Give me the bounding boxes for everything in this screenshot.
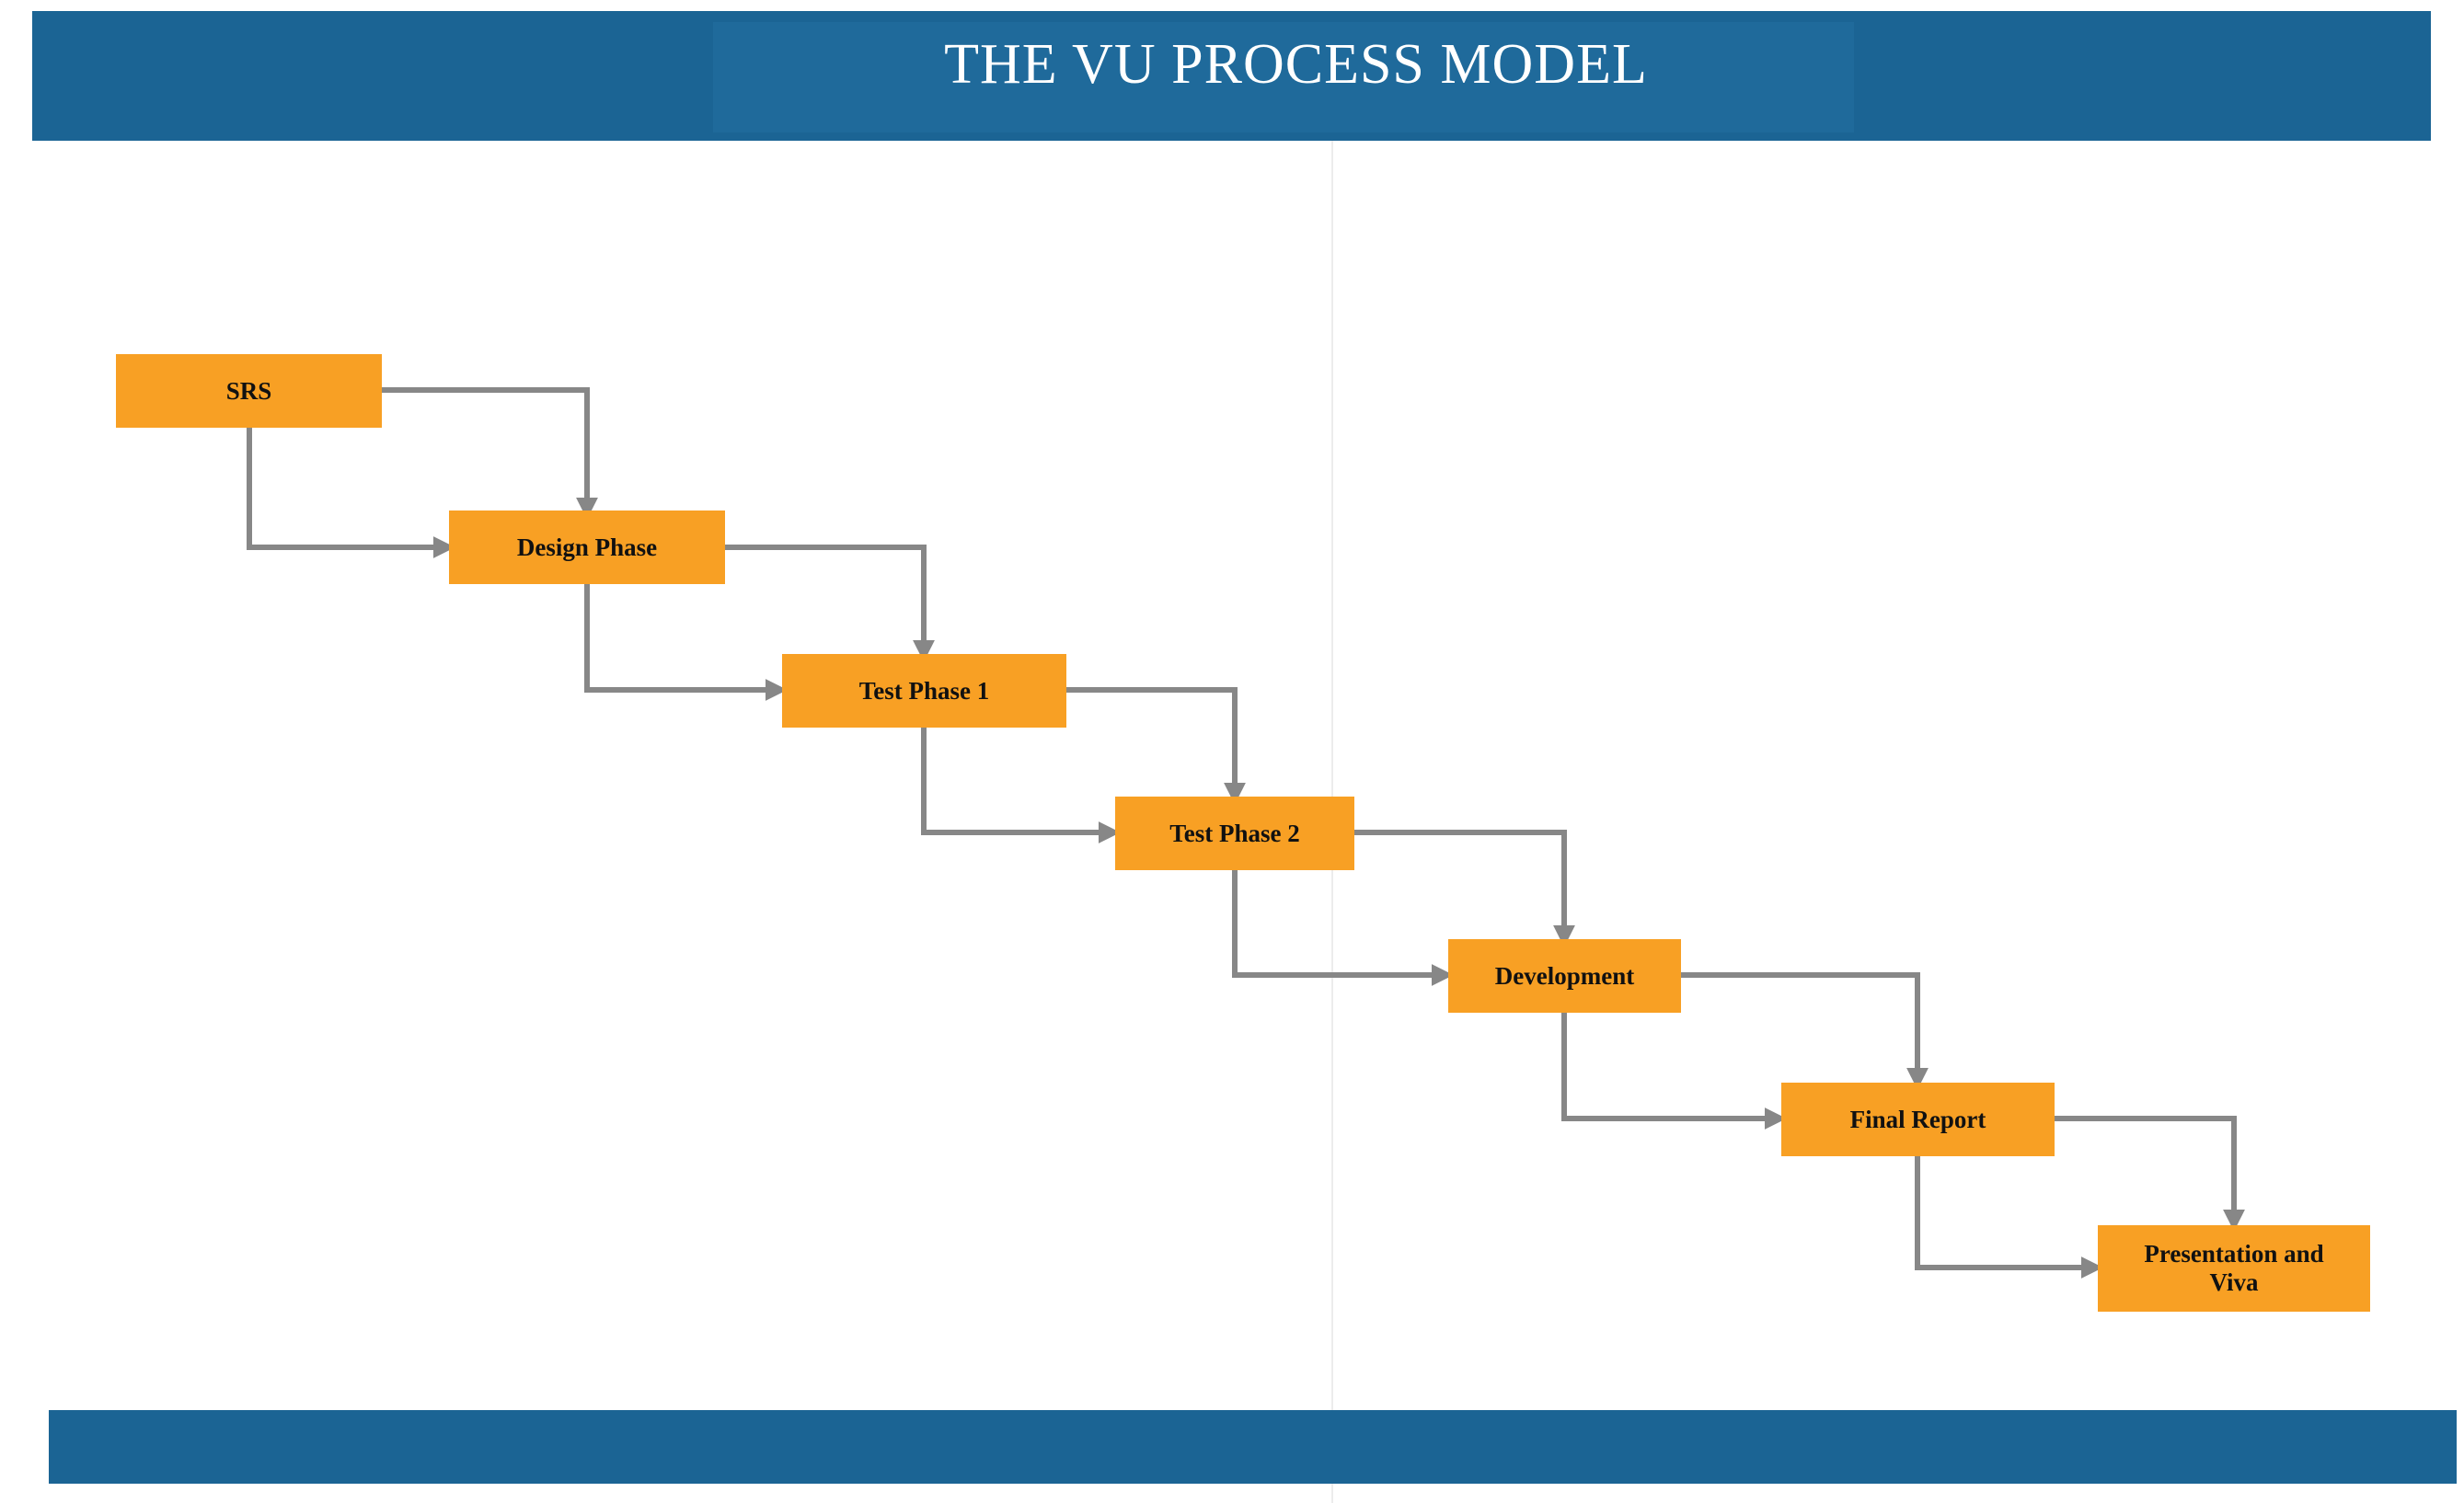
connector-test2-to-dev-top	[1353, 830, 1575, 947]
step-label: Test Phase 1	[858, 676, 990, 705]
page-title: THE VU PROCESS MODEL	[944, 33, 1648, 96]
step-test-phase-1: Test Phase 1	[782, 654, 1066, 728]
step-development: Development	[1448, 939, 1681, 1013]
connector-srs-to-design-left	[247, 427, 455, 558]
connector-test1-to-test2-top	[1065, 687, 1246, 805]
header-bar: THE VU PROCESS MODEL	[32, 11, 2431, 141]
connector-final-to-viva-left	[1915, 1155, 2103, 1279]
connector-test1-to-test2-left	[921, 727, 1121, 843]
step-presentation-and-viva: Presentation and Viva	[2098, 1225, 2370, 1312]
step-label: Presentation and Viva	[2144, 1240, 2324, 1296]
connector-dev-to-final-top	[1680, 972, 1929, 1090]
step-label: Test Phase 2	[1169, 819, 1300, 847]
footer-bar	[49, 1410, 2457, 1484]
connector-test2-to-dev-left	[1232, 869, 1454, 986]
step-srs: SRS	[116, 354, 382, 428]
step-label: Development	[1494, 961, 1635, 990]
connector-srs-to-design-top	[381, 387, 598, 520]
connector-final-to-viva-top	[2054, 1116, 2245, 1232]
connector-design-to-test1-top	[724, 545, 935, 662]
step-label: SRS	[225, 376, 272, 405]
connector-design-to-test1-left	[584, 584, 788, 701]
step-label: Final Report	[1849, 1105, 1986, 1133]
step-test-phase-2: Test Phase 2	[1115, 797, 1354, 870]
step-final-report: Final Report	[1781, 1083, 2055, 1156]
step-design-phase: Design Phase	[449, 511, 725, 584]
connector-dev-to-final-left	[1561, 1012, 1787, 1130]
step-label: Design Phase	[516, 533, 658, 561]
header-title-panel	[713, 22, 1854, 132]
